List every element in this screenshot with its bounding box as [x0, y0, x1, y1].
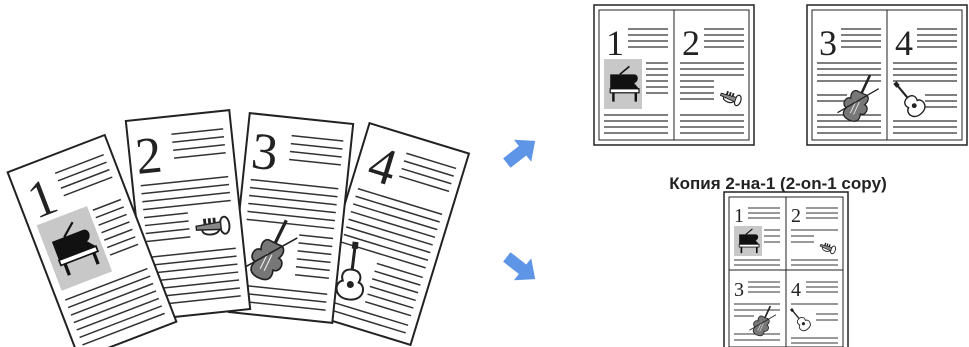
mini-page-number-3a: 3 — [819, 23, 837, 63]
quad-page-number-3: 3 — [734, 279, 744, 301]
quad-page-number-2: 2 — [791, 205, 801, 227]
mini-page-number-2a: 2 — [682, 23, 700, 63]
quad-page-number-4: 4 — [791, 279, 801, 301]
output-4on1-sheet: 1 2 3 4 — [724, 192, 848, 347]
mini-page-number-4a: 4 — [895, 23, 913, 63]
quad-page-number-1: 1 — [734, 205, 744, 227]
mini-page-number-1a: 1 — [606, 23, 624, 63]
output-2on1-sheet-1: 1 2 — [594, 5, 754, 145]
output-2on1-sheet-2: 3 4 — [807, 5, 967, 145]
arrow-up-right-icon — [498, 130, 544, 174]
arrow-down-right-icon — [498, 246, 544, 290]
original-pages-fan: 4 3 — [8, 110, 469, 347]
two-on-one-copy-caption: Копия 2-на-1 (2-on-1 copy) — [628, 174, 928, 194]
